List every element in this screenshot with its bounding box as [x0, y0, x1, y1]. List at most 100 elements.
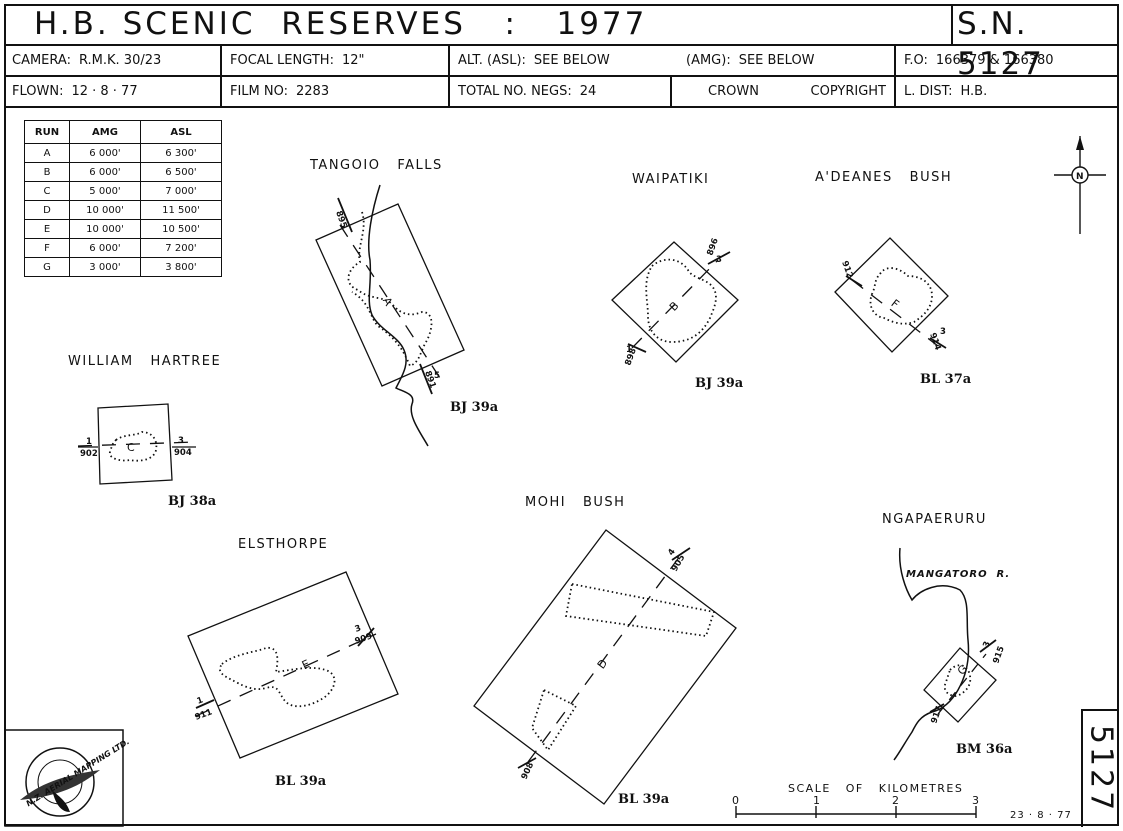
plot-number: 895 — [333, 210, 348, 230]
camera-cell: CAMERA: R.M.K. 30/23 — [4, 46, 222, 75]
run-letter-d: D — [595, 657, 610, 672]
stream-line-a — [367, 184, 429, 447]
photo-footprint-g — [923, 647, 997, 723]
site-ref-hartree: BJ 38a — [168, 494, 217, 509]
ldist-label: L. DIST: — [904, 84, 953, 99]
site-name-adeanes: A'DEANES BUSH — [815, 170, 953, 185]
info-row-1: CAMERA: R.M.K. 30/23 FOCAL LENGTH:12" ALT… — [4, 46, 1119, 77]
plot-number: 3 — [178, 436, 184, 446]
alt-cell: ALT. (ASL):SEE BELOW — [450, 46, 678, 75]
reserve-boundary-g — [943, 664, 972, 697]
site-elsthorpe — [187, 571, 399, 759]
scale-tick-label: 2 — [892, 794, 899, 807]
mangatoro-river — [893, 547, 970, 761]
end-tick-b — [627, 343, 647, 353]
header-amg: AMG — [69, 120, 141, 144]
fo-cell: F.O: 166379 & 166380 — [896, 46, 1117, 75]
reserve-boundary-f — [869, 267, 933, 325]
flight-line-e — [195, 633, 377, 717]
end-tick-e — [195, 699, 215, 709]
fo-label: F.O: — [904, 53, 928, 68]
photo-footprint-e — [187, 571, 399, 759]
plot-number: 917 — [929, 705, 944, 725]
photo-footprint-a — [315, 203, 465, 387]
copyright-text: COPYRIGHT — [810, 84, 886, 99]
plot-number: 915 — [991, 645, 1006, 665]
start-tick-e — [357, 627, 375, 647]
nz-aerial-mapping-logo — [4, 729, 124, 827]
scale-title: SCALE OF KILOMETRES — [788, 782, 964, 795]
reserve-boundary-a — [347, 211, 433, 368]
ldist-cell: L. DIST: H.B. — [896, 77, 1117, 106]
plot-number: 1 — [626, 345, 632, 355]
site-ref-ngapaeruru: BM 36a — [956, 742, 1013, 757]
site-ref-tangoio: BJ 39a — [450, 400, 499, 415]
start-tick-b — [707, 251, 731, 265]
sheet-stamp-number: 5127 — [1083, 724, 1119, 814]
plot-number: 1 — [86, 437, 92, 447]
river-label-mangatoro: MANGATORO R. — [906, 569, 1011, 580]
run-letter-b: B — [667, 299, 682, 314]
plot-number: 3 — [354, 623, 363, 634]
site-william-hartree — [77, 403, 197, 485]
north-label: N — [1076, 172, 1084, 182]
flight-line-c — [77, 441, 197, 447]
focal-value: 12" — [341, 53, 365, 68]
end-tick-f — [929, 337, 947, 349]
plot-number: 896 — [705, 237, 720, 257]
scale-bar — [735, 806, 977, 818]
plot-number: 904 — [174, 448, 192, 458]
site-adeanes-bush — [834, 237, 949, 353]
plot-number: 3 — [940, 327, 946, 337]
camera-label: CAMERA: — [12, 53, 71, 68]
scale-tick-label: 3 — [972, 794, 979, 807]
run-cell: G — [24, 257, 70, 277]
photo-footprint-f — [834, 237, 949, 353]
plot-number: 3 — [981, 640, 992, 649]
flown-cell: FLOWN:12 · 8 · 77 — [4, 77, 222, 106]
info-row-2: FLOWN:12 · 8 · 77 FILM NO: 2283 TOTAL NO.… — [4, 77, 1119, 108]
amg-cell: (AMG):SEE BELOW — [678, 46, 896, 75]
asl-value-cell: 3 800' — [140, 257, 222, 277]
photo-footprint-c — [97, 403, 173, 485]
site-name-hartree: WILLIAM HARTREE — [68, 354, 222, 369]
end-tick-a — [419, 363, 433, 395]
scale-tick-label: 0 — [732, 794, 739, 807]
plot-number: 911 — [194, 707, 214, 722]
plot-number: 4 — [666, 547, 678, 558]
end-tick-d — [517, 757, 537, 769]
photo-footprint-b — [611, 241, 739, 363]
film-value: 2283 — [296, 84, 330, 99]
site-tangoio-falls — [315, 184, 465, 447]
site-ref-elsthorpe: BL 39a — [275, 774, 327, 789]
plot-number: 5 — [434, 371, 440, 381]
start-tick-d — [671, 547, 691, 561]
amg-label: (AMG): — [686, 53, 731, 68]
camera-value: R.M.K. 30/23 — [78, 53, 162, 68]
fo-value: 166379 & 166380 — [935, 53, 1054, 68]
sheet-stamp: 5127 — [1081, 709, 1119, 827]
film-label: FILM NO: — [230, 84, 289, 99]
focal-cell: FOCAL LENGTH:12" — [222, 46, 450, 75]
site-name-ngapaeruru: NGAPAERURU — [882, 512, 987, 527]
ldist-value: H.B. — [960, 84, 988, 99]
plot-number: 902 — [80, 449, 98, 459]
negs-value: 24 — [579, 84, 597, 99]
negs-label: TOTAL NO. NEGS: — [458, 84, 572, 99]
flight-line-f — [851, 279, 939, 347]
site-mohi-bush — [473, 529, 737, 805]
site-ref-adeanes: BL 37a — [920, 372, 972, 387]
run-letter-g: G — [955, 663, 970, 678]
alt-label: ALT. (ASL): — [458, 53, 526, 68]
scale-tick-label: 1 — [813, 794, 820, 807]
map-title: H.B. SCENIC RESERVES : 1977 — [34, 6, 648, 42]
flight-line-a — [339, 224, 441, 379]
flown-label: FLOWN: — [12, 84, 64, 99]
site-ref-mohi: BL 39a — [618, 792, 670, 807]
